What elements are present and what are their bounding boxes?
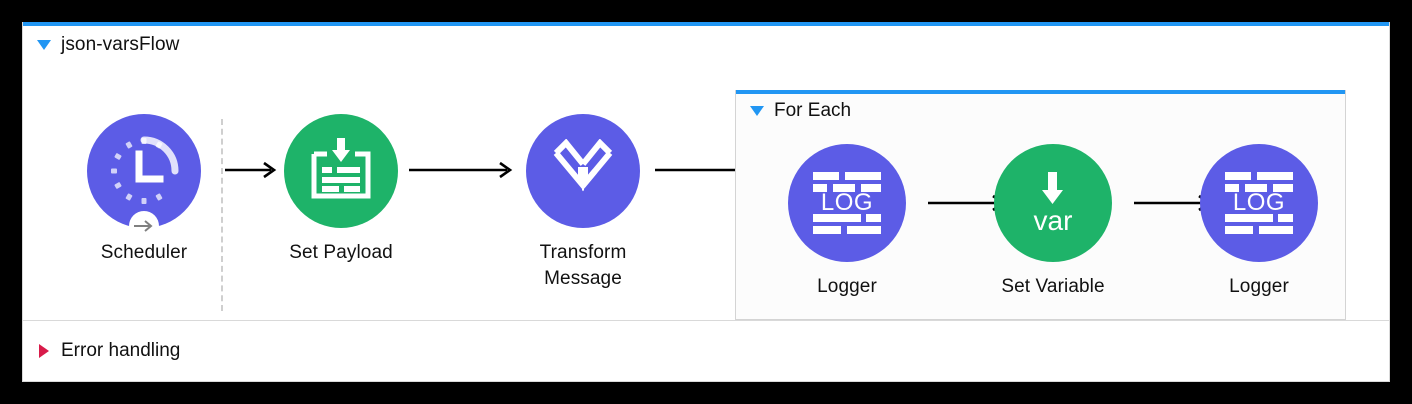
node-set-payload-label: Set Payload <box>289 242 393 263</box>
node-logger-2[interactable]: LOG Logger <box>1184 144 1334 300</box>
triangle-down-icon[interactable] <box>750 106 764 116</box>
triangle-right-icon[interactable] <box>39 344 49 358</box>
connector-arrow-1 <box>225 160 277 180</box>
node-transform-message-circle[interactable] <box>526 114 640 228</box>
error-handling-strip[interactable]: Error handling <box>23 320 1389 381</box>
scope-title: For Each <box>774 100 852 121</box>
node-transform-message[interactable]: Transform Message <box>508 114 658 292</box>
flow-title: json-varsFlow <box>61 34 180 55</box>
logger-log-icon: LOG <box>813 172 881 234</box>
node-logger-2-circle[interactable]: LOG <box>1200 144 1318 262</box>
arrow-right-badge-icon <box>129 211 159 241</box>
source-divider <box>221 119 223 311</box>
flow-container: json-varsFlow <box>22 22 1390 382</box>
node-logger-1[interactable]: LOG Logger <box>772 144 922 300</box>
node-set-variable-label: Set Variable <box>1001 276 1105 297</box>
scope-accent-bar <box>736 90 1345 94</box>
node-set-payload[interactable]: Set Payload <box>266 114 416 266</box>
node-set-variable[interactable]: var Set Variable <box>978 144 1128 300</box>
svg-text:var: var <box>1034 205 1073 236</box>
node-scheduler-label: Scheduler <box>100 242 188 263</box>
node-logger-2-label: Logger <box>1229 276 1289 297</box>
node-transform-message-label: Transform Message <box>508 240 658 292</box>
svg-text:LOG: LOG <box>821 189 873 216</box>
triangle-down-icon[interactable] <box>37 40 51 50</box>
flow-body: Scheduler <box>23 64 1389 320</box>
scope-header[interactable]: For Each <box>736 94 851 128</box>
flow-accent-bar <box>23 22 1389 26</box>
node-scheduler[interactable]: Scheduler <box>69 114 219 266</box>
node-transform-message-label-line1: Transform <box>539 242 627 263</box>
logger-log-icon: LOG <box>1225 172 1293 234</box>
set-variable-var-icon: var <box>1034 172 1073 236</box>
flow-header[interactable]: json-varsFlow <box>23 26 1389 64</box>
set-payload-icon <box>311 138 371 199</box>
node-transform-message-label-line2: Message <box>544 268 622 289</box>
scheduler-clock-icon <box>111 136 179 204</box>
flow-canvas: json-varsFlow <box>22 22 1390 382</box>
node-scheduler-circle[interactable] <box>87 114 201 241</box>
dataweave-transform-icon <box>553 139 613 192</box>
error-handling-label: Error handling <box>61 340 181 361</box>
scope-for-each: For Each <box>735 90 1346 320</box>
connector-arrow-2 <box>409 160 513 180</box>
node-logger-1-circle[interactable]: LOG <box>788 144 906 262</box>
node-set-variable-circle[interactable]: var <box>994 144 1112 262</box>
svg-text:LOG: LOG <box>1233 189 1285 216</box>
node-logger-1-label: Logger <box>817 276 877 297</box>
node-set-payload-circle[interactable] <box>284 114 398 228</box>
